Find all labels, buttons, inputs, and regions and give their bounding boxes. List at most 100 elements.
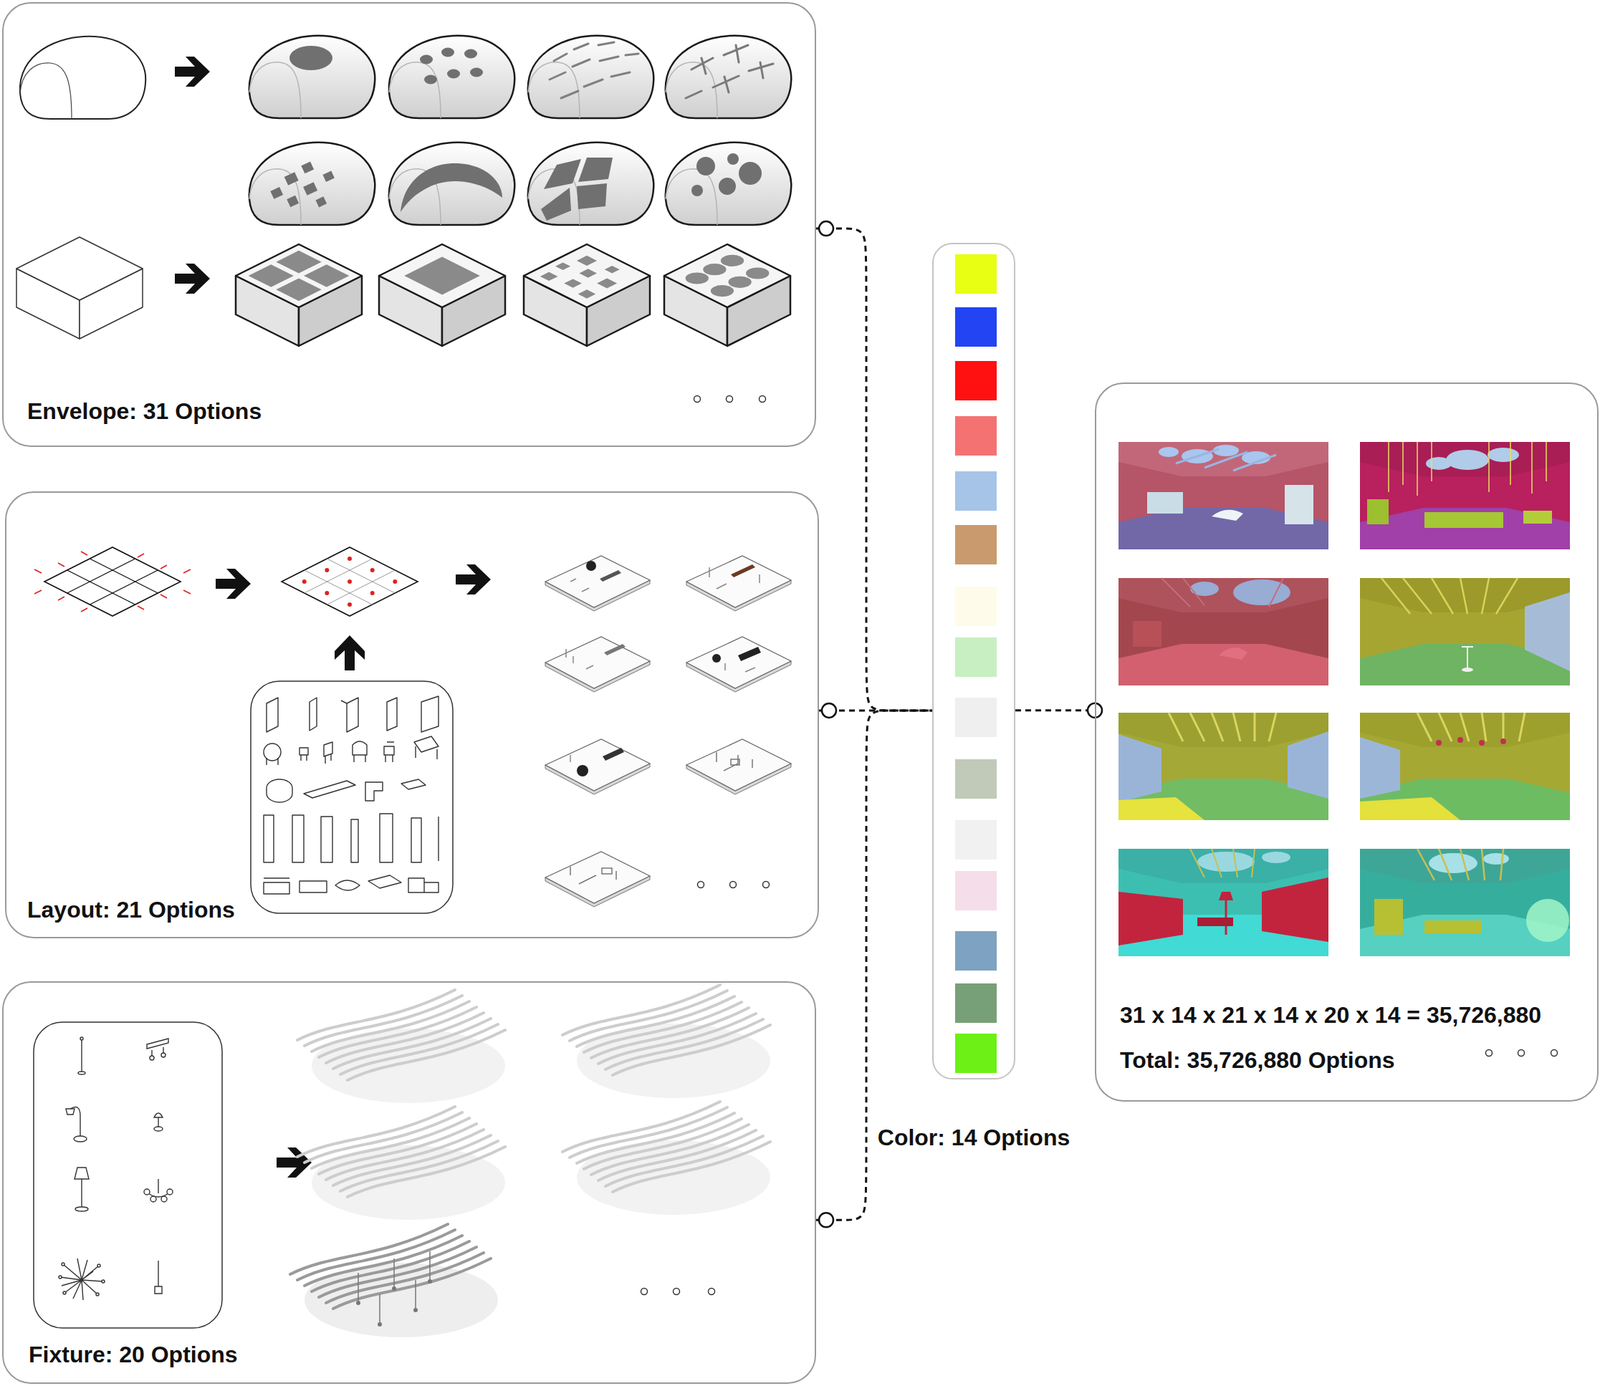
dome-option-part xyxy=(389,35,515,119)
layout-option xyxy=(545,739,650,795)
result-panel: 31 x 14 x 21 x 14 x 20 x 14 = 35,726,880… xyxy=(1094,382,1599,1103)
render-thumbnail-part-part xyxy=(1417,712,1525,742)
box-option-part-part xyxy=(303,264,349,288)
fixture-option-part xyxy=(290,1224,491,1310)
render-thumbnail-part xyxy=(1118,797,1205,821)
grid-plate-part-part xyxy=(80,551,88,556)
color-swatches-part xyxy=(955,931,997,971)
box-option xyxy=(235,244,362,347)
furniture-library-part-part xyxy=(421,696,439,733)
render-thumbnail-part xyxy=(1359,442,1570,550)
furniture-library-part-part xyxy=(386,697,397,731)
lamp-icons-part xyxy=(161,1196,167,1203)
box-option xyxy=(523,244,650,347)
ellipsis-dots-part xyxy=(708,1289,716,1296)
color-swatches-part xyxy=(955,307,997,347)
render-thumbnail-part-part xyxy=(1445,449,1489,471)
furniture-library-part-part xyxy=(401,779,426,790)
render-thumbnail-part-part xyxy=(1425,457,1452,471)
dome-option-part-part xyxy=(578,157,613,182)
render-thumbnail-part xyxy=(1118,734,1162,803)
grid-points-part xyxy=(281,547,418,617)
box-option-part-part xyxy=(576,255,597,266)
lamp-icons-part xyxy=(101,1280,105,1284)
fixture-option xyxy=(290,1224,498,1338)
render-thumbnail-part xyxy=(1523,510,1552,524)
furniture-library-part-part xyxy=(408,878,439,893)
arrow xyxy=(174,56,210,87)
panel-label: Layout: 21 Options xyxy=(27,896,236,924)
grid-plate-part-part xyxy=(160,565,167,569)
grid-points-part-part xyxy=(370,591,375,596)
grid-points-part-part xyxy=(347,579,352,584)
layout-option-part xyxy=(545,636,650,693)
dome-option-part-part xyxy=(543,159,582,190)
box-option-part-part xyxy=(563,278,582,288)
furniture-library-part-part xyxy=(303,781,356,799)
ellipsis-dots-part xyxy=(730,882,737,889)
furniture-library-part-part xyxy=(379,813,393,863)
fixture-option-part-part xyxy=(377,1322,382,1328)
lamp-icons-part xyxy=(58,1276,62,1279)
connector-port xyxy=(821,703,837,718)
render-thumbnail-part-part xyxy=(1500,738,1507,745)
render-thumbnail-part-part xyxy=(1487,447,1520,463)
render-thumbnail-part xyxy=(1218,647,1248,660)
box-option-part xyxy=(404,257,481,296)
render-thumbnail-part xyxy=(1175,449,1277,471)
dashed-connector xyxy=(1015,709,1095,712)
render-thumbnail-part xyxy=(1524,592,1570,672)
dome-option-part-part xyxy=(727,153,739,165)
lamp-icons xyxy=(58,1037,173,1301)
render-thumbnail-part xyxy=(1287,731,1329,799)
ellipsis-dots-part xyxy=(673,1289,680,1296)
render-thumbnail-part xyxy=(1526,899,1570,943)
fixture-option-part-part xyxy=(356,1301,361,1306)
render-thumbnail-part xyxy=(1197,851,1291,873)
furniture-library-part-part xyxy=(263,878,290,895)
grid-plate-part-part xyxy=(34,590,42,594)
lamp-icons-part xyxy=(157,1117,159,1128)
dome-option-part-part xyxy=(576,183,607,210)
render-thumbnail-part-part xyxy=(1483,853,1510,865)
color-swatches-part xyxy=(955,416,997,456)
dome-option-part-part xyxy=(419,55,433,65)
lamp-icons-part xyxy=(154,1286,162,1295)
furniture-library-part-part xyxy=(351,819,359,863)
render-thumbnail xyxy=(1118,442,1329,550)
box-option-part xyxy=(664,244,791,347)
render-thumbnail-part-part xyxy=(1381,578,1518,615)
grid-points-part-part xyxy=(392,579,397,584)
dome-option xyxy=(249,35,375,119)
render-thumbnail-part xyxy=(1225,899,1228,936)
dome-option-part xyxy=(549,42,639,99)
dome-option-part xyxy=(419,48,483,85)
furniture-library-part-part xyxy=(266,697,279,733)
ellipsis-dots-part xyxy=(697,882,705,889)
dome-option-part xyxy=(270,161,335,208)
layout-option xyxy=(686,556,792,612)
furniture-library-part-part xyxy=(309,697,317,731)
render-thumbnail-part xyxy=(1147,492,1183,514)
render-thumbnail-part-part xyxy=(1435,740,1442,746)
render-thumbnail-part xyxy=(1118,849,1329,957)
box-option-part xyxy=(248,250,350,301)
render-thumbnail-part xyxy=(1211,510,1244,521)
layout-option xyxy=(686,636,792,693)
dome-option xyxy=(665,142,792,225)
grid-plate-part-part xyxy=(34,569,42,574)
outline-box-part xyxy=(16,237,143,301)
render-thumbnail-part-part xyxy=(1457,737,1464,744)
layout-option-part xyxy=(599,570,622,582)
render-thumbnail-part xyxy=(1359,442,1570,477)
render-thumbnail-part xyxy=(1359,797,1461,821)
render-thumbnail-part-part xyxy=(1158,447,1179,458)
ellipsis-dots xyxy=(1486,1050,1558,1057)
render-thumbnail-part-part xyxy=(1233,579,1291,606)
fixture-option-part-part xyxy=(391,1286,397,1292)
render-thumbnail-part xyxy=(1359,712,1570,748)
furniture-library-part-part xyxy=(321,816,333,863)
render-thumbnail-part-part xyxy=(1261,851,1291,864)
layout-option-part xyxy=(709,567,760,589)
